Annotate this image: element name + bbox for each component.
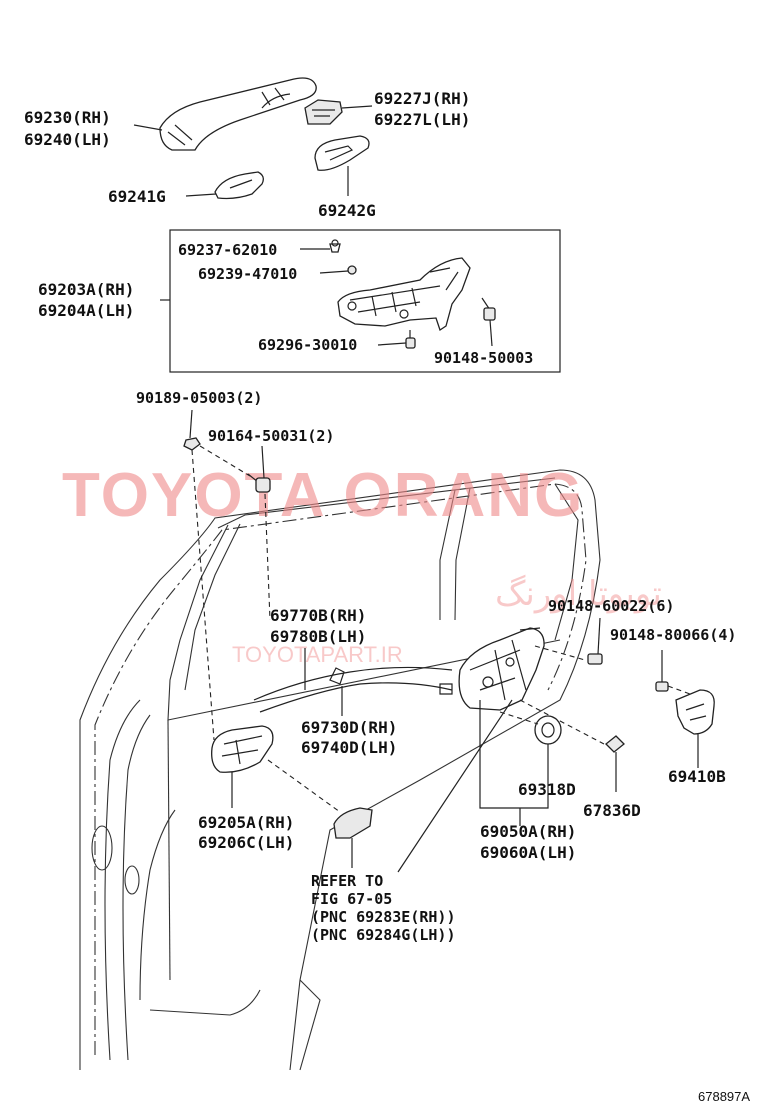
label-frame-lh: 69204A(LH) [38, 301, 134, 320]
watermark-url: TOYOTAPART.IR [232, 642, 403, 667]
figure-id: 678897A [698, 1089, 750, 1104]
label-cable-outer: 69770B(RH) 69780B(LH) [270, 606, 366, 646]
label-pad-69241g: 69241G [108, 187, 166, 206]
screw-90148-80066-part [655, 681, 669, 692]
label-screw-69296: 69296-30010 [258, 336, 357, 354]
label-screw-69239: 69239-47010 [198, 265, 297, 283]
seal-69318d-part [534, 715, 562, 745]
label-pad-69242g: 69242G [318, 201, 376, 220]
label-lock-rh: 69050A(RH) [480, 822, 576, 841]
frame-assembly-box [169, 229, 561, 373]
label-frame-rh: 69203A(RH) [38, 280, 134, 299]
clip-90189-part [183, 437, 201, 451]
pad-69241g-part [214, 171, 264, 200]
label-cable-outer-rh: 69770B(RH) [270, 606, 366, 625]
label-inner-handle-lh: 69206C(LH) [198, 833, 294, 852]
refer-line-2: FIG 67-05 [311, 890, 392, 908]
label-screw-90148-60022: 90148-60022(6) [548, 597, 674, 615]
label-outer-handle: 69230(RH) 69240(LH) [24, 108, 111, 149]
refer-line-4: (PNC 69284G(LH)) [311, 926, 456, 944]
label-inner-handle: 69205A(RH) 69206C(LH) [198, 813, 294, 852]
refer-line-3: (PNC 69283E(RH)) [311, 908, 456, 926]
label-bolt-90148-50003: 90148-50003 [434, 349, 533, 367]
label-screw-90164: 90164-50031(2) [208, 427, 334, 445]
screw-69296-part [405, 330, 416, 349]
label-cable-inner: 69730D(RH) 69740D(LH) [301, 718, 397, 757]
label-lock: 69050A(RH) 69060A(LH) [480, 822, 576, 862]
bolt-90148-50003-part [481, 297, 496, 321]
label-screw-90148-80066: 90148-80066(4) [610, 626, 736, 644]
label-clip-90189: 90189-05003(2) [136, 389, 262, 407]
frame-part [337, 257, 471, 332]
cable-part [253, 666, 453, 713]
label-lock-lh: 69060A(LH) [480, 843, 576, 862]
refer-line-1: REFER TO [311, 872, 383, 890]
label-inner-handle-rh: 69205A(RH) [198, 813, 294, 832]
screw-69237-part [329, 239, 341, 253]
label-striker: 69410B [668, 767, 726, 786]
label-cable-outer-lh: 69780B(LH) [270, 627, 366, 646]
handle-cover-part [304, 99, 343, 125]
label-cover: 69227J(RH) 69227L(LH) [374, 89, 470, 129]
grommet-67836d-part [605, 735, 625, 753]
screw-90148-60022-part [587, 653, 603, 665]
watermark-brand: TOYOTA ORANG [62, 461, 584, 530]
rear-door-outline [79, 469, 601, 1071]
pad-69242g-part [314, 135, 370, 171]
label-seal: 69318D [518, 780, 576, 799]
watermark: TOYOTA ORANG تویوتا اورنگ TOYOTAPART.IR [62, 461, 662, 667]
label-cover-lh: 69227L(LH) [374, 110, 470, 129]
bezel-reference-part [333, 807, 373, 839]
label-grommet: 67836D [583, 801, 641, 820]
label-outer-handle-lh: 69240(LH) [24, 130, 111, 149]
watermark-persian: تویوتا اورنگ [495, 574, 662, 614]
outer-handle-part [159, 77, 317, 151]
door-lock-part [458, 627, 545, 711]
label-cable-inner-lh: 69740D(LH) [301, 738, 397, 757]
screw-90164-part [247, 473, 271, 493]
screw-69239-part [347, 265, 357, 275]
label-cover-rh: 69227J(RH) [374, 89, 470, 108]
label-outer-handle-rh: 69230(RH) [24, 108, 111, 127]
refer-note: REFER TO FIG 67-05 (PNC 69283E(RH)) (PNC… [311, 872, 456, 944]
label-frame: 69203A(RH) 69204A(LH) [38, 280, 134, 320]
inner-handle-part [211, 725, 274, 773]
label-screw-69237: 69237-62010 [178, 241, 277, 259]
striker-69410b-part [675, 689, 715, 735]
label-cable-inner-rh: 69730D(RH) [301, 718, 397, 737]
